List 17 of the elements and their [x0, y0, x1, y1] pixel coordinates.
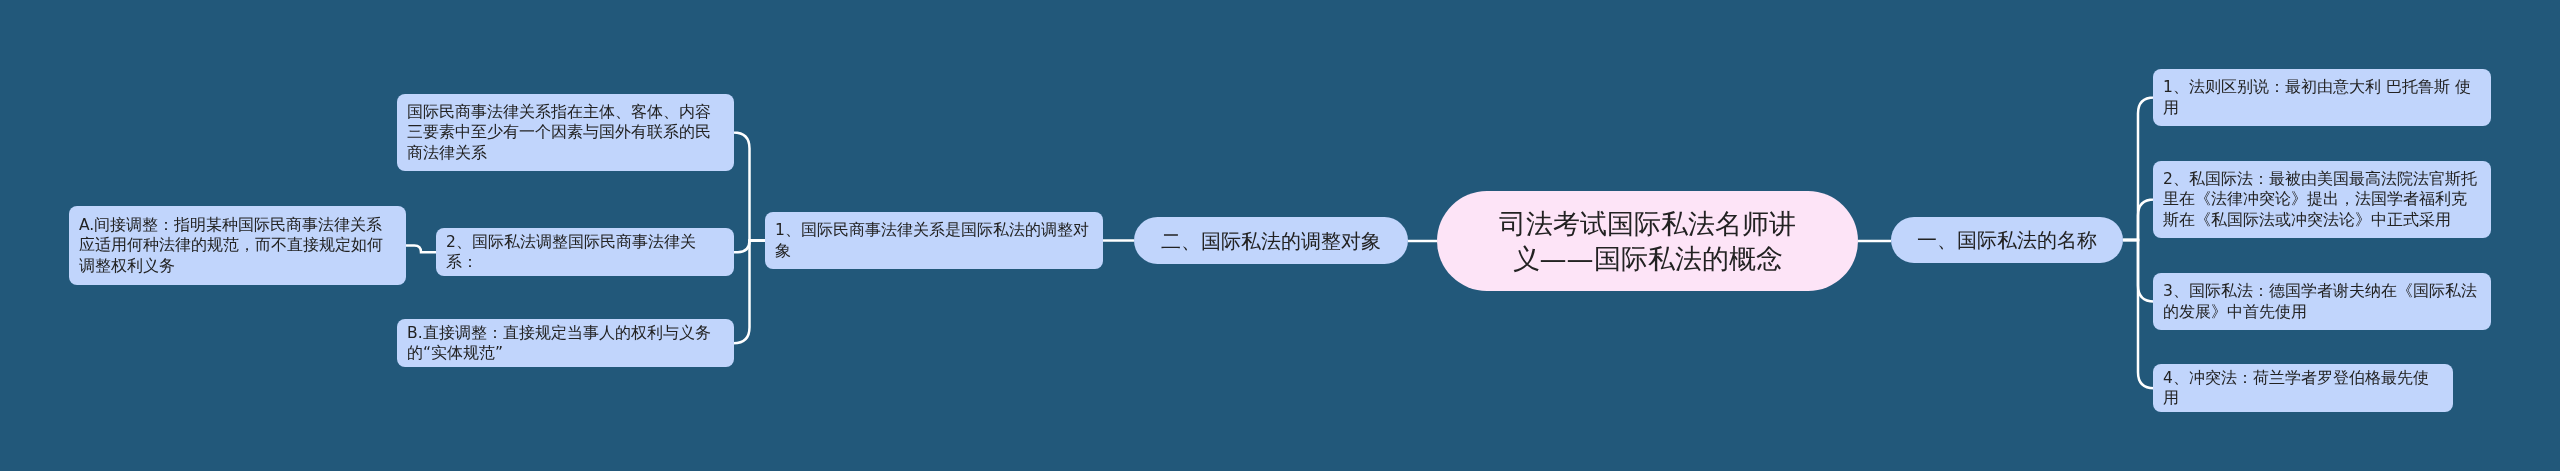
subtopic-box: 国际民商事法律关系指在主体、客体、内容三要素中至少有一个因素与国外有联系的民商法律关系 — [397, 94, 734, 171]
subtopic-box: 4、冲突法：荷兰学者罗登伯格最先使用 — [2153, 364, 2453, 413]
subtopic-box: 3、国际私法：德国学者谢夫纳在《国际私法的发展》中首先使用 — [2153, 273, 2491, 330]
topic-box: 二、国际私法的调整对象 — [1134, 217, 1408, 264]
central-topic-box: 司法考试国际私法名师讲义——国际私法的概念 — [1437, 191, 1858, 291]
subtopic-box: 2、私国际法：最被由美国最高法院法官斯托里在《法律冲突论》提出，法国学者福利克斯在《私国际法或冲突法论》中正式采用 — [2153, 161, 2491, 238]
topic-box: 一、国际私法的名称 — [1891, 217, 2123, 263]
subtopic-box: B.直接调整：直接规定当事人的权利与义务的“实体规范” — [397, 319, 734, 368]
connector-line — [732, 239, 765, 345]
connector-line — [406, 244, 436, 254]
connector-line — [1408, 239, 1437, 243]
subtopic-box: 2、国际私法调整国际民商事法律关系： — [436, 228, 734, 277]
subtopic-box: A.间接调整：指明某种国际民商事法律关系应适用何种法律的规范，而不直接规定如何调整权利义务 — [69, 206, 406, 285]
connector-line — [1103, 239, 1134, 242]
subtopic-box: 1、法则区别说：最初由意大利 巴托鲁斯 使用 — [2153, 69, 2491, 126]
connector-line — [1858, 239, 1891, 243]
subtopic-box: 1、国际民商事法律关系是国际私法的调整对象 — [765, 212, 1103, 269]
